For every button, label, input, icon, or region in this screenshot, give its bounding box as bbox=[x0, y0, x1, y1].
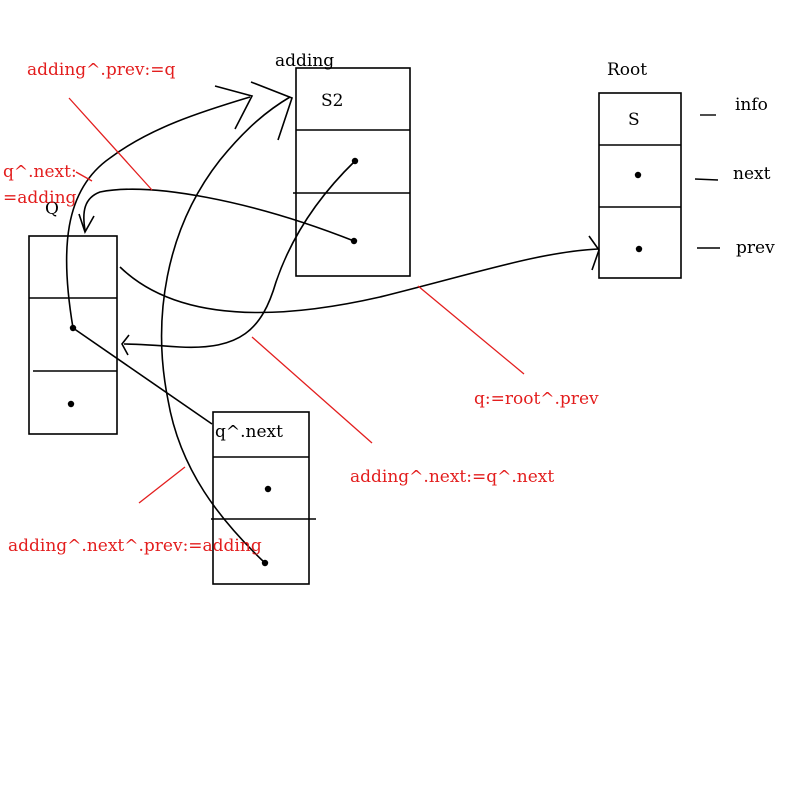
annotation-labels: adding^.prev:=q q^.next: =adding q:=root… bbox=[3, 60, 599, 556]
adding-prev-to-q-arrow bbox=[83, 188, 355, 242]
root-prev-pointer-dot bbox=[635, 245, 643, 253]
adding-next-to-qnext-arrow bbox=[123, 160, 356, 349]
annotation-leaders bbox=[68, 97, 525, 504]
q-node: Q bbox=[28, 199, 118, 435]
adding-next-prev-assignment-label: adding^.next^.prev:=adding bbox=[8, 536, 262, 556]
q-next-assign-leader bbox=[75, 171, 93, 182]
q-next-assignment-label-line1: q^.next: bbox=[3, 162, 77, 182]
qnext-node: q^.next bbox=[211, 411, 316, 585]
adding-prev-leader bbox=[68, 97, 153, 191]
q-next-assignment-label-line2: =adding bbox=[3, 188, 77, 208]
pointer-arrows bbox=[65, 81, 600, 564]
root-node: Root S info next prev bbox=[598, 60, 775, 279]
root-node-label: Root bbox=[607, 60, 647, 80]
adding-next-leader bbox=[251, 336, 373, 444]
info-field-label: info bbox=[735, 95, 768, 115]
q-next-to-adding-arrowhead bbox=[214, 85, 254, 130]
adding-prev-to-q-arrowhead bbox=[78, 213, 95, 234]
next-field-label: next bbox=[733, 164, 771, 184]
q-root-prev-leader bbox=[417, 285, 525, 375]
qnext-next-pointer-dot bbox=[264, 485, 272, 493]
qnext-node-label: q^.next bbox=[215, 422, 283, 442]
next-field-tick bbox=[694, 178, 719, 181]
q-next-to-adding-arrow bbox=[65, 96, 251, 329]
q-node-label: Q bbox=[45, 199, 59, 219]
qnext-prev-to-adding-arrowhead bbox=[250, 81, 293, 141]
prev-field-label: prev bbox=[736, 238, 775, 258]
root-info-value: S bbox=[628, 110, 640, 130]
adding-next-assignment-label: adding^.next:=q^.next bbox=[350, 467, 554, 487]
adding-next-to-qnext-arrowhead bbox=[121, 334, 130, 356]
q-to-root-arrowhead bbox=[588, 235, 600, 271]
q-next-old-link bbox=[72, 327, 213, 425]
root-node-box bbox=[598, 92, 682, 279]
q-prev-pointer-dot bbox=[67, 400, 75, 408]
adding-node-box bbox=[295, 67, 411, 277]
adding-node-label: adding bbox=[275, 51, 334, 71]
adding-node: adding S2 bbox=[275, 51, 411, 277]
root-next-pointer-dot bbox=[634, 171, 642, 179]
adding-info-value: S2 bbox=[321, 91, 343, 111]
q-node-box bbox=[28, 235, 118, 435]
qnext-prev-to-adding-arrow bbox=[160, 96, 291, 564]
adding-next-prev-leader bbox=[138, 466, 186, 504]
q-root-prev-assignment-label: q:=root^.prev bbox=[474, 389, 599, 409]
q-to-root-arrow bbox=[119, 248, 599, 314]
adding-prev-assignment-label: adding^.prev:=q bbox=[27, 60, 175, 80]
qnext-node-box bbox=[212, 411, 310, 585]
